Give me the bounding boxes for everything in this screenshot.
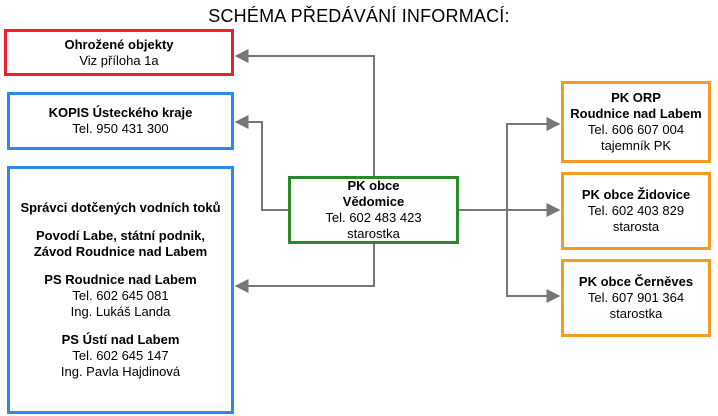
spravci-org-line1: Povodí Labe, státní podnik, bbox=[35, 228, 205, 243]
zidovice-role: starosta bbox=[612, 219, 660, 234]
box-ohrozene-objekty: Ohrožené objekty Viz příloha 1a bbox=[4, 29, 234, 76]
box-pk-obce-cerneves: PK obce Černěves Tel. 607 901 364 staros… bbox=[561, 259, 711, 337]
ps2-person: Ing. Pavla Hajdinová bbox=[60, 364, 181, 379]
cerneves-role: starostka bbox=[609, 306, 663, 321]
arrow-to-spravci bbox=[234, 244, 375, 293]
center-role: starostka bbox=[347, 226, 400, 241]
orp-line2: Roudnice nad Labem bbox=[570, 106, 702, 121]
ps1-person: Ing. Lukáš Landa bbox=[70, 304, 171, 319]
arrow-to-ohrozene bbox=[234, 49, 375, 176]
spravci-org-line2: Závod Roudnice nad Labem bbox=[33, 244, 208, 259]
ps2-tel: Tel. 602 645 147 bbox=[72, 348, 169, 363]
box-spravci: Správci dotčených vodních toků Povodí La… bbox=[7, 166, 234, 414]
ps1-tel: Tel. 602 645 081 bbox=[72, 288, 169, 303]
arrow-to-cerneves bbox=[506, 210, 561, 303]
ps1-name: PS Roudnice nad Labem bbox=[44, 272, 197, 287]
arrow-to-orp bbox=[506, 117, 561, 210]
ohrozene-line: Viz příloha 1a bbox=[79, 52, 159, 68]
cerneves-tel: Tel. 607 901 364 bbox=[587, 290, 685, 305]
spravci-heading: Správci dotčených vodních toků bbox=[20, 200, 221, 215]
box-pk-obce-vedomice: PK obce Vědomice Tel. 602 483 423 staros… bbox=[288, 176, 459, 244]
box-pk-orp: PK ORP Roudnice nad Labem Tel. 606 607 0… bbox=[561, 81, 711, 163]
page-title: SCHÉMA PŘEDÁVÁNÍ INFORMACÍ: bbox=[208, 6, 510, 26]
orp-line1: PK ORP bbox=[611, 90, 661, 105]
box-pk-obce-zidovice: PK obce Židovice Tel. 602 403 829 staros… bbox=[561, 172, 711, 250]
kopis-tel: Tel. 950 431 300 bbox=[72, 121, 169, 136]
kopis-heading: KOPIS Ústeckého kraje bbox=[48, 105, 193, 120]
center-line2: Vědomice bbox=[342, 194, 405, 209]
center-tel: Tel. 602 483 423 bbox=[325, 210, 422, 225]
box-kopis: KOPIS Ústeckého kraje Tel. 950 431 300 bbox=[7, 92, 234, 150]
cerneves-name: PK obce Černěves bbox=[578, 274, 694, 289]
zidovice-name: PK obce Židovice bbox=[581, 187, 691, 202]
zidovice-tel: Tel. 602 403 829 bbox=[587, 203, 685, 218]
orp-role: tajemník PK bbox=[600, 138, 672, 153]
orp-tel: Tel. 606 607 004 bbox=[587, 122, 685, 137]
ps2-name: PS Ústí nad Labem bbox=[61, 332, 180, 347]
center-line1: PK obce bbox=[347, 178, 400, 193]
arrow-to-kopis bbox=[234, 115, 288, 211]
ohrozene-heading: Ohrožené objekty bbox=[64, 36, 174, 52]
